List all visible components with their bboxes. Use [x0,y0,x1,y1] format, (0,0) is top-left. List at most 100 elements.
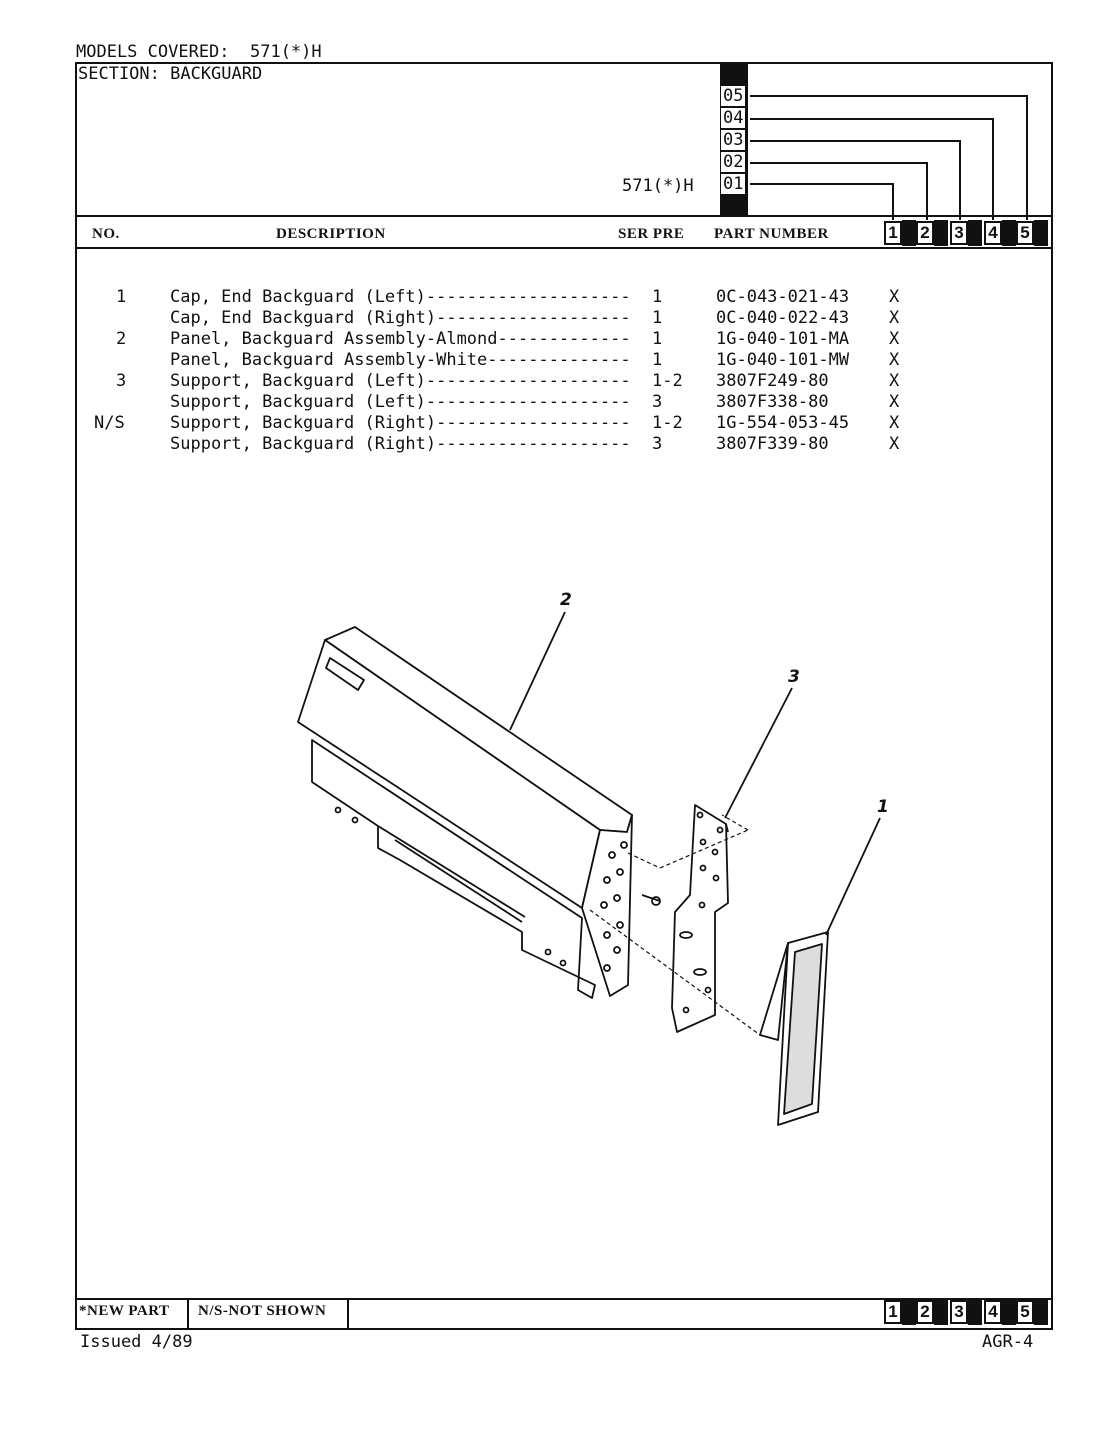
part-model-mark: X [889,413,900,433]
part-ser-pre: 3 [652,434,663,454]
model-box-separator [1034,1299,1048,1325]
parts-list: 1 Cap, End Backguard (Left)-------------… [0,287,1100,467]
not-shown-legend: N/S-NOT SHOWN [198,1303,327,1319]
end-cap-illustration [759,931,829,1126]
part-ser-pre: 1 [652,350,663,370]
new-part-legend: *NEW PART [79,1303,170,1319]
serial-03: 03 [721,130,746,150]
serial-02: 02 [721,152,746,172]
footer-cell-divider [187,1298,189,1330]
table-row: 1 Cap, End Backguard (Left)-------------… [0,287,1100,308]
model-box-5: 5 [1016,1300,1034,1324]
part-no: 2 [116,329,127,349]
model-box-separator [1034,220,1048,246]
part-ser-pre: 1 [652,287,663,307]
serial-01: 01 [721,174,746,194]
col-part-number: PART NUMBER [714,226,829,242]
part-model-mark: X [889,371,900,391]
callout-3: 3 [788,667,800,687]
section-title: SECTION: BACKGUARD [78,64,263,84]
model-box-4: 4 [984,1300,1002,1324]
part-number: 0C-040-022-43 [716,308,850,328]
part-description: Panel, Backguard Assembly-Almond--------… [170,329,631,349]
callout-leader-2 [509,611,566,731]
model-box-3: 3 [950,1300,968,1324]
part-model-mark: X [889,434,900,454]
footer-divider [75,1298,1053,1300]
table-row: Support, Backguard (Right)--------------… [0,434,1100,455]
part-number: 3807F339-80 [716,434,829,454]
part-number: 1G-554-053-45 [716,413,850,433]
footer-cell-divider [347,1298,349,1330]
page-code: AGR-4 [982,1332,1034,1352]
model-box-separator [934,1299,948,1325]
alignment-lines [589,814,761,1036]
part-number: 1G-040-101-MA [716,329,850,349]
serial-04: 04 [721,108,746,128]
part-no: N/S [94,413,125,433]
screw-illustration [641,894,661,906]
part-description: Support, Backguard (Left)---------------… [170,392,631,412]
model-box-separator [968,220,982,246]
model-boxes-footer: 1 2 3 4 5 [884,1299,1054,1329]
callout-1: 1 [877,797,889,817]
col-ser-pre: SER PRE [618,226,685,242]
table-row: Panel, Backguard Assembly-White---------… [0,350,1100,371]
model-box-separator [902,1299,916,1325]
model-box-separator [934,220,948,246]
callout-leader-3 [724,687,793,819]
issued-date: Issued 4/89 [80,1332,193,1352]
part-model-mark: X [889,350,900,370]
part-number: 3807F338-80 [716,392,829,412]
part-description: Support, Backguard (Right)--------------… [170,434,631,454]
part-number: 1G-040-101-MW [716,350,850,370]
part-description: Panel, Backguard Assembly-White---------… [170,350,631,370]
serial-leader-lines [750,95,1028,220]
models-covered: MODELS COVERED: 571(*)H [76,42,322,62]
model-box-separator [968,1299,982,1325]
col-no: NO. [92,226,120,242]
part-ser-pre: 1 [652,308,663,328]
model-box-1: 1 [884,1300,902,1324]
callout-leader-1 [825,817,881,936]
table-row: 2 Panel, Backguard Assembly-Almond------… [0,329,1100,350]
part-description: Cap, End Backguard (Right)--------------… [170,308,631,328]
col-description: DESCRIPTION [276,226,386,242]
model-box-separator [1002,1299,1016,1325]
model-box-5: 5 [1016,221,1034,245]
model-box-2: 2 [916,1300,934,1324]
header-divider [75,215,1053,217]
part-ser-pre: 1 [652,329,663,349]
part-model-mark: X [889,329,900,349]
part-no: 1 [116,287,127,307]
part-model-mark: X [889,392,900,412]
model-box-2: 2 [916,221,934,245]
table-row: Support, Backguard (Left)---------------… [0,392,1100,413]
part-description: Support, Backguard (Left)---------------… [170,371,631,391]
part-description: Cap, End Backguard (Left)---------------… [170,287,631,307]
model-boxes-header: 1 2 3 4 5 [884,220,1054,248]
support-bracket-illustration [671,804,729,1033]
part-number: 3807F249-80 [716,371,829,391]
model-label: 571(*)H [622,176,694,196]
table-row: 3 Support, Backguard (Left)-------------… [0,371,1100,392]
part-ser-pre: 1-2 [652,371,683,391]
part-model-mark: X [889,308,900,328]
model-box-4: 4 [984,221,1002,245]
callout-2: 2 [560,590,572,610]
part-no: 3 [116,371,127,391]
part-ser-pre: 3 [652,392,663,412]
model-box-1: 1 [884,221,902,245]
part-ser-pre: 1-2 [652,413,683,433]
model-box-separator [1002,220,1016,246]
model-box-3: 3 [950,221,968,245]
part-description: Support, Backguard (Right)--------------… [170,413,631,433]
model-box-separator [902,220,916,246]
table-row: Cap, End Backguard (Right)--------------… [0,308,1100,329]
serial-05: 05 [721,86,746,106]
backguard-panel-illustration [297,626,633,999]
part-model-mark: X [889,287,900,307]
page-frame [75,62,1053,1330]
part-number: 0C-043-021-43 [716,287,850,307]
